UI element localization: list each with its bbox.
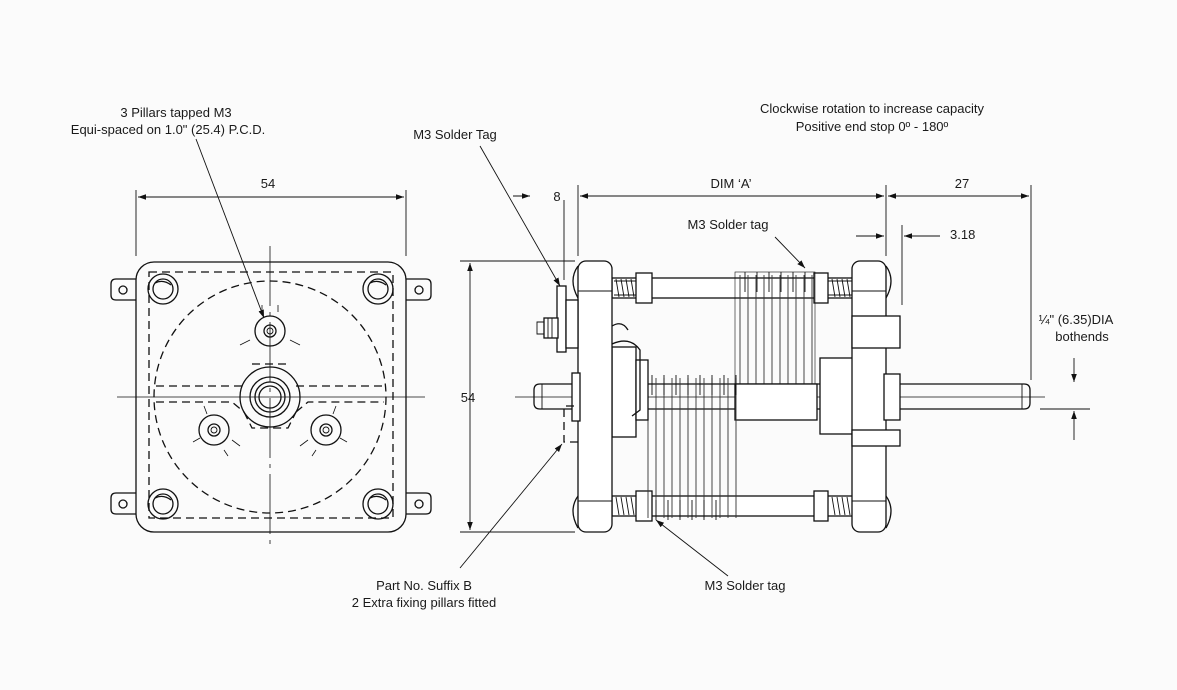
- front-bush: [571, 372, 581, 422]
- corner-pillar-tr: [362, 273, 394, 305]
- dim-top-row: [513, 185, 1032, 380]
- mounting-lug-top-left: [110, 278, 136, 301]
- rear-boss-bottom: [851, 429, 901, 447]
- tie-rod-top: [611, 272, 857, 304]
- front-view: [110, 246, 432, 550]
- dim-318-label: 3.18: [950, 227, 975, 242]
- rotation-note-line1: Clockwise rotation to increase capacity: [760, 101, 984, 116]
- dim-27-label: 27: [955, 176, 969, 191]
- suffix-b-line1: Part No. Suffix B: [376, 578, 472, 593]
- dim-side-height-label: 54: [461, 390, 475, 405]
- stator-vanes: [734, 271, 855, 435]
- solder-tag-screw: [536, 285, 579, 353]
- hidden-frame: [148, 271, 394, 519]
- suffix-b-line2: 2 Extra fixing pillars fitted: [352, 595, 497, 610]
- dim-a-label: DIM ‘A’: [711, 176, 752, 191]
- dim-8-label: 8: [553, 189, 560, 204]
- rotation-note-line2: Positive end stop 0º - 180º: [796, 119, 949, 134]
- solder-tag-bottom-leader: [655, 519, 729, 577]
- extra-pillar-hidden: [563, 405, 578, 443]
- pillars-label-line1: 3 Pillars tapped M3: [120, 105, 231, 120]
- rear-end-plate: [851, 260, 887, 533]
- suffix-b-leader: [459, 443, 563, 569]
- shaft-dia-line2: bothends: [1055, 329, 1109, 344]
- side-view: [460, 260, 1045, 533]
- tapped-pillar-right: [299, 405, 348, 457]
- dim-front-width-label: 54: [261, 176, 275, 191]
- tapped-pillar-left: [192, 405, 241, 457]
- mounting-lug-bottom-right: [406, 492, 432, 515]
- front-end-plate: [577, 260, 613, 533]
- rear-bush: [883, 373, 901, 421]
- mounting-lug-top-right: [406, 278, 432, 301]
- rotor-vanes: [611, 346, 737, 520]
- solder-tag-top-label: M3 Solder Tag: [413, 127, 497, 142]
- dim-front-width: [135, 190, 407, 256]
- rear-boss-top: [851, 315, 901, 349]
- solder-tag-bottom-label: M3 Solder tag: [705, 578, 786, 593]
- shaft-dia-line1: ¼" (6.35)DIA: [1039, 312, 1114, 327]
- pillars-leader: [195, 138, 265, 319]
- mounting-lug-bottom-left: [110, 492, 136, 515]
- corner-pillar-tl: [147, 273, 179, 305]
- contact-spring: [611, 340, 641, 417]
- corner-pillar-br: [362, 488, 394, 520]
- tie-rod-bottom: [611, 490, 857, 522]
- solder-tag-top-leader: [479, 145, 561, 287]
- solder-tag-mid-label: M3 Solder tag: [688, 217, 769, 232]
- pillars-label-line2: Equi-spaced on 1.0" (25.4) P.C.D.: [71, 122, 265, 137]
- dim-shaft-dia: [1040, 358, 1090, 440]
- solder-tag-mid-leader: [774, 236, 806, 269]
- corner-pillar-bl: [147, 488, 179, 520]
